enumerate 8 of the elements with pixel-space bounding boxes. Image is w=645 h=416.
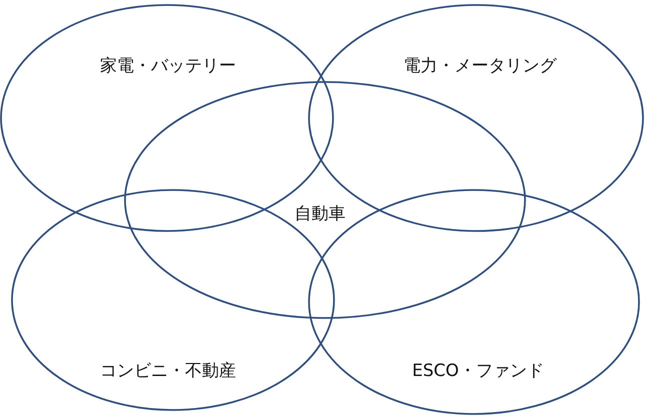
set-label: コンビニ・不動産 (100, 360, 236, 382)
set-label: 電力・メータリング (404, 56, 556, 76)
venn-ellipse (308, 189, 640, 415)
set-label: 自動車 (294, 204, 346, 224)
venn-ellipse (308, 4, 644, 232)
set-label: 家電・バッテリー (100, 56, 236, 76)
venn-ellipse (124, 81, 526, 319)
set-label: ESCO・ファンド (412, 360, 544, 382)
